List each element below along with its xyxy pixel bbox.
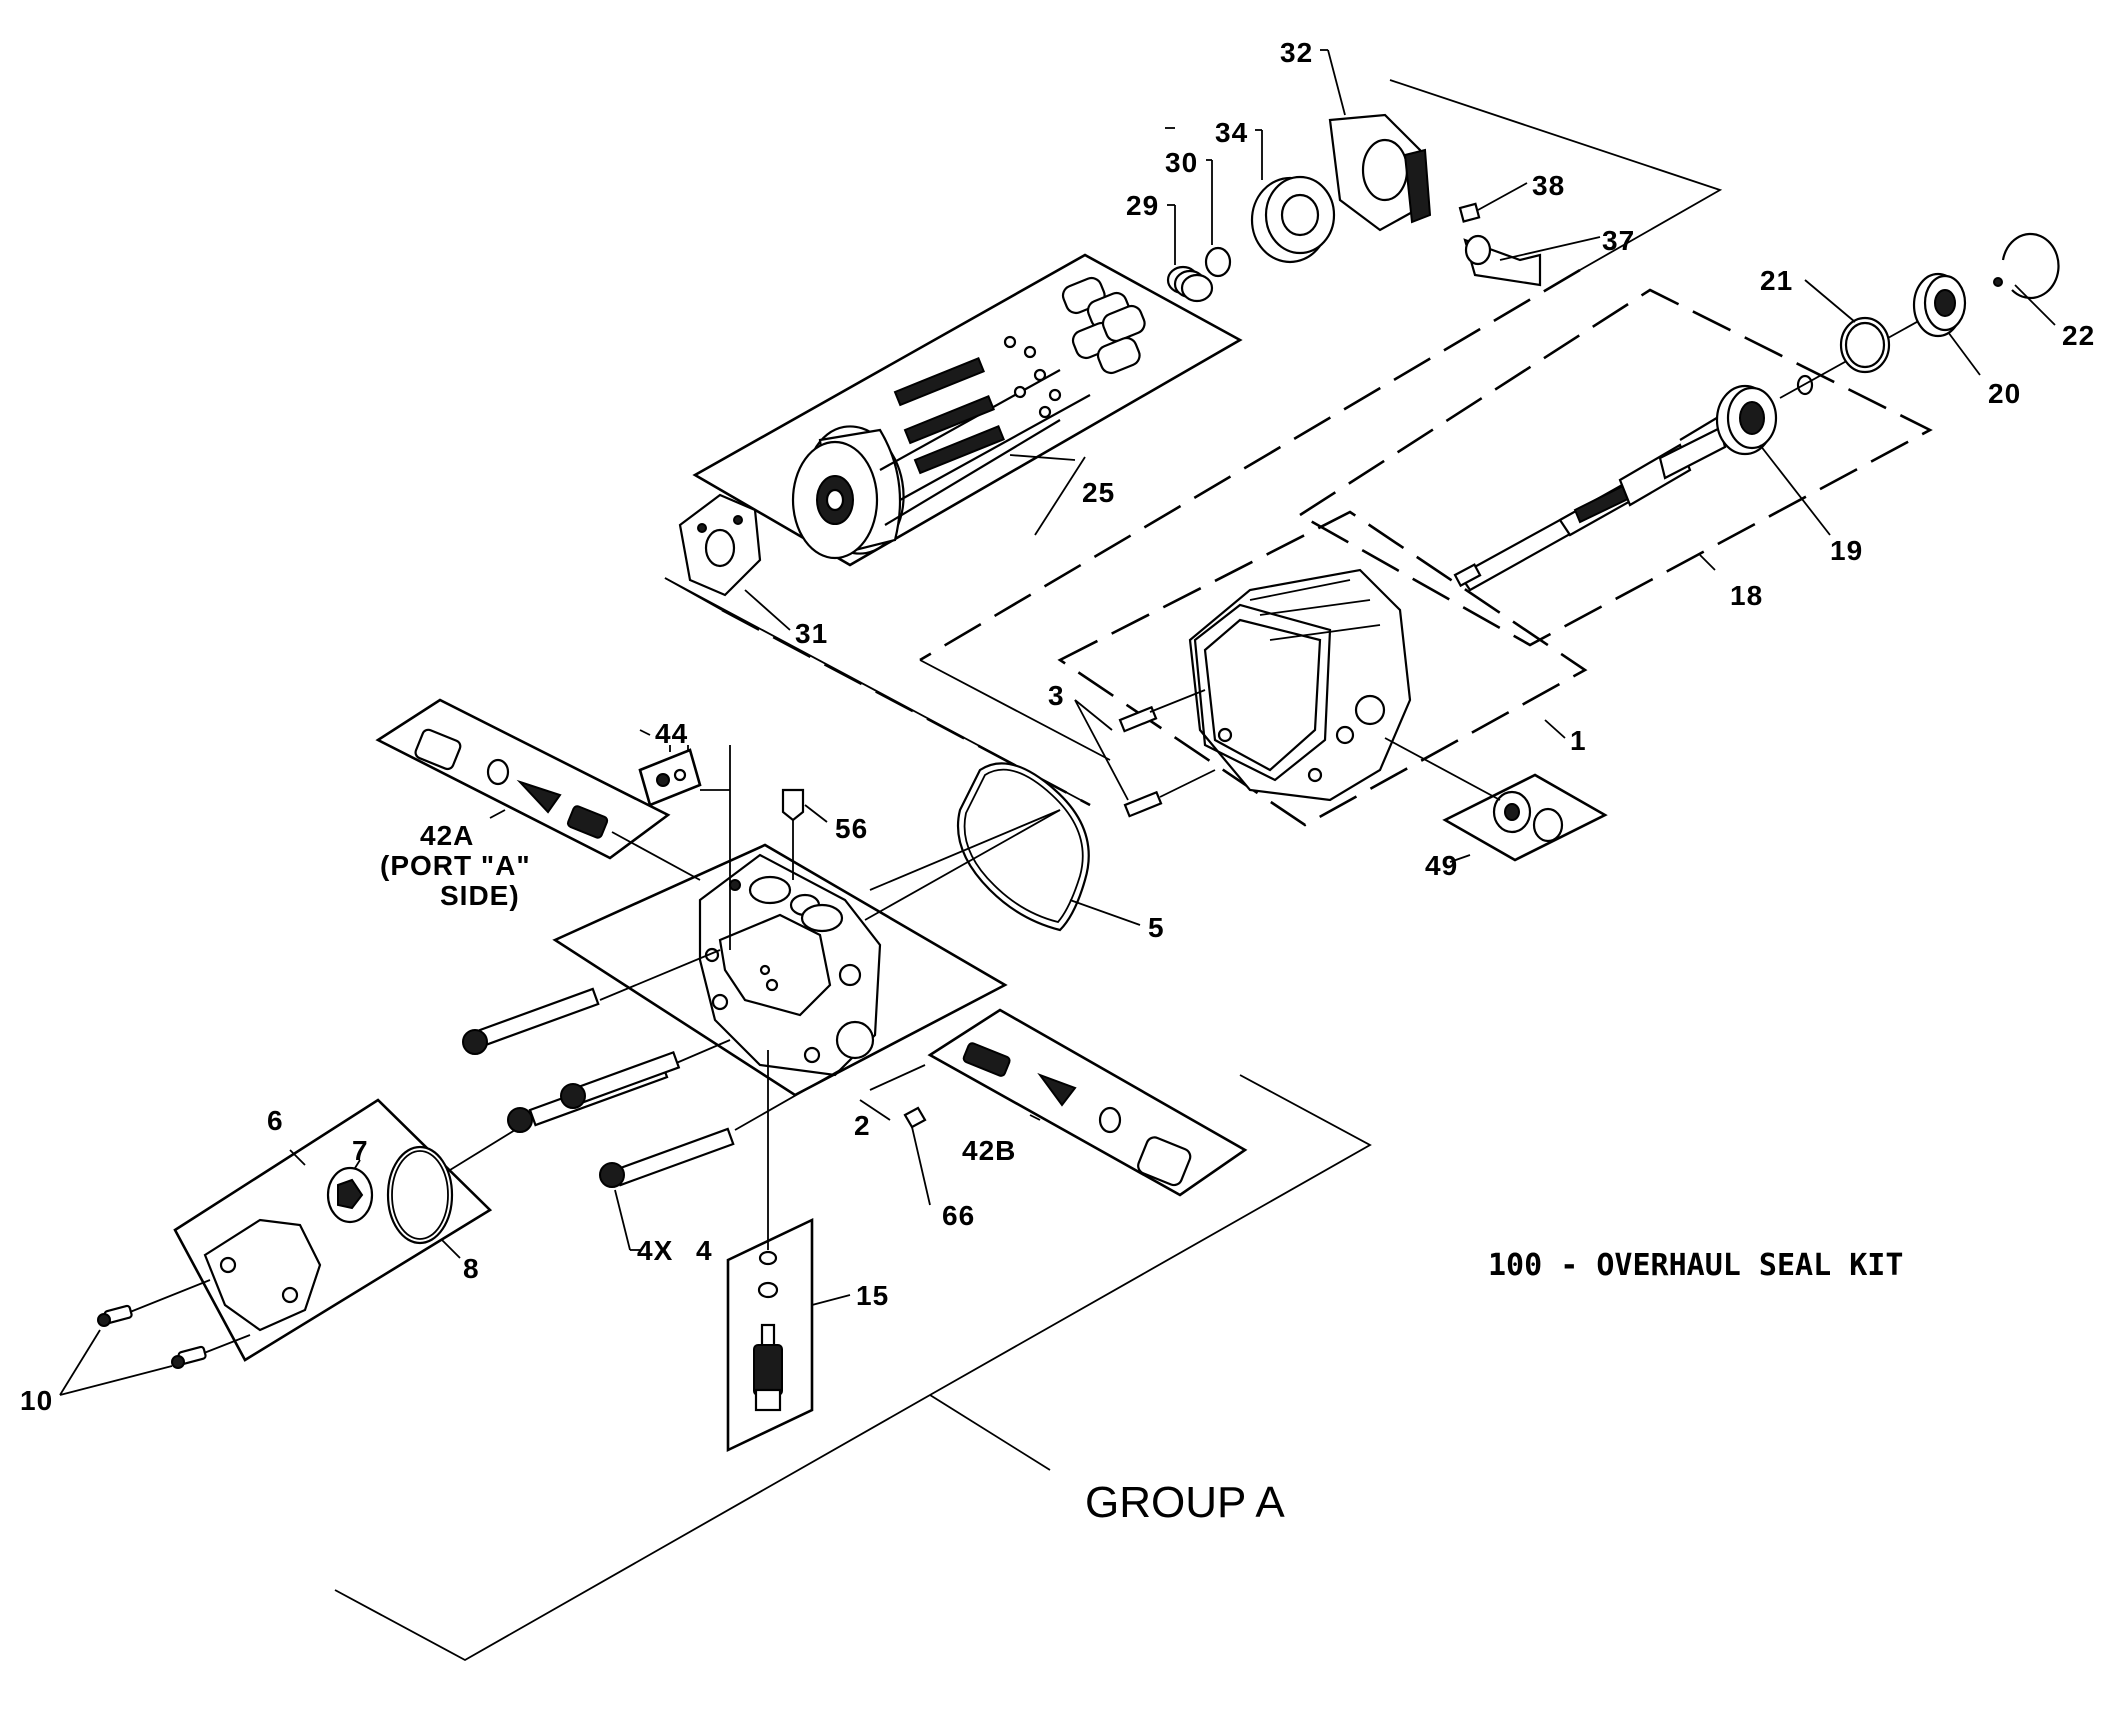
label-21: 21 (1760, 265, 1793, 296)
bolts-4 (462, 949, 841, 1251)
label-25: 25 (1082, 477, 1115, 508)
label-20: 20 (1988, 378, 2021, 409)
rotating-group-box (692, 253, 1243, 567)
label-49: 49 (1425, 850, 1458, 881)
label-44: 44 (655, 718, 688, 749)
bolt-4c (560, 1050, 681, 1109)
label-6: 6 (267, 1105, 284, 1136)
snap-ring-22 (1993, 232, 2060, 326)
box-6 (173, 1098, 493, 1362)
shaft-18 (1453, 409, 1731, 592)
overhaul-seal-kit-note: 100 - OVERHAUL SEAL KIT (1488, 1248, 1903, 1283)
label-15: 15 (856, 1280, 889, 1311)
label-38: 38 (1532, 170, 1565, 201)
label-29: 29 (1126, 190, 1159, 221)
bolt-4d (599, 1069, 841, 1188)
plug-56 (781, 788, 828, 880)
label-42b: 42B (962, 1135, 1016, 1166)
spring-29 (1166, 204, 1214, 303)
label-8: 8 (463, 1253, 480, 1284)
bolt-4a (462, 949, 721, 1055)
key-38 (1458, 182, 1528, 223)
label-42a-port: (PORT "A" (380, 850, 531, 881)
label-3: 3 (1048, 680, 1065, 711)
label-34: 34 (1215, 117, 1248, 148)
box-15 (726, 1050, 851, 1453)
screws-10 (59, 1279, 251, 1396)
label-56: 56 (835, 813, 868, 844)
shaft-37 (1463, 234, 1601, 287)
label-37: 37 (1602, 225, 1635, 256)
label-42a-side: SIDE) (440, 880, 520, 911)
bearing-20 (1912, 272, 1981, 376)
label-7: 7 (352, 1135, 369, 1166)
group-a-outline (334, 1074, 1372, 1662)
plug-66 (903, 1106, 931, 1206)
label-22: 22 (2062, 320, 2095, 351)
part-7 (326, 1159, 374, 1224)
label-19: 19 (1830, 535, 1863, 566)
label-10: 10 (20, 1385, 53, 1416)
box-49 (1384, 737, 1608, 863)
label-5: 5 (1148, 912, 1165, 943)
label-42a: 42A (420, 820, 474, 851)
label-30: 30 (1165, 147, 1198, 178)
oring-8 (386, 1129, 516, 1259)
label-2: 2 (854, 1110, 871, 1141)
seal-21 (1804, 279, 1891, 374)
bearing-19 (1715, 384, 1831, 536)
label-32: 32 (1280, 37, 1313, 68)
label-18: 18 (1730, 580, 1763, 611)
ring-30 (1204, 159, 1232, 278)
swashplate-31 (678, 493, 791, 631)
leader-lines-misc (639, 127, 1175, 736)
dowel-pins-3 (1074, 689, 1216, 818)
gasket-5 (869, 762, 1141, 932)
box-42a (375, 698, 701, 881)
housing-box (1057, 510, 1588, 827)
label-66: 66 (942, 1200, 975, 1231)
group-a-label: GROUP A (1085, 1478, 1285, 1527)
cylinder-barrel (791, 425, 905, 560)
box-42b (927, 1008, 1248, 1197)
box-44 (638, 745, 731, 950)
label-4: 4 (696, 1235, 713, 1266)
bearing-34 (1250, 129, 1336, 264)
label-4x: 4X (637, 1235, 673, 1266)
swashplate-32 (1320, 49, 1432, 232)
label-31: 31 (795, 618, 828, 649)
endcap-2 (698, 809, 1061, 1077)
label-1: 1 (1570, 725, 1587, 756)
pistons (879, 276, 1146, 526)
shaft-box-18 (1297, 288, 1933, 647)
housing-1 (1188, 568, 1412, 802)
